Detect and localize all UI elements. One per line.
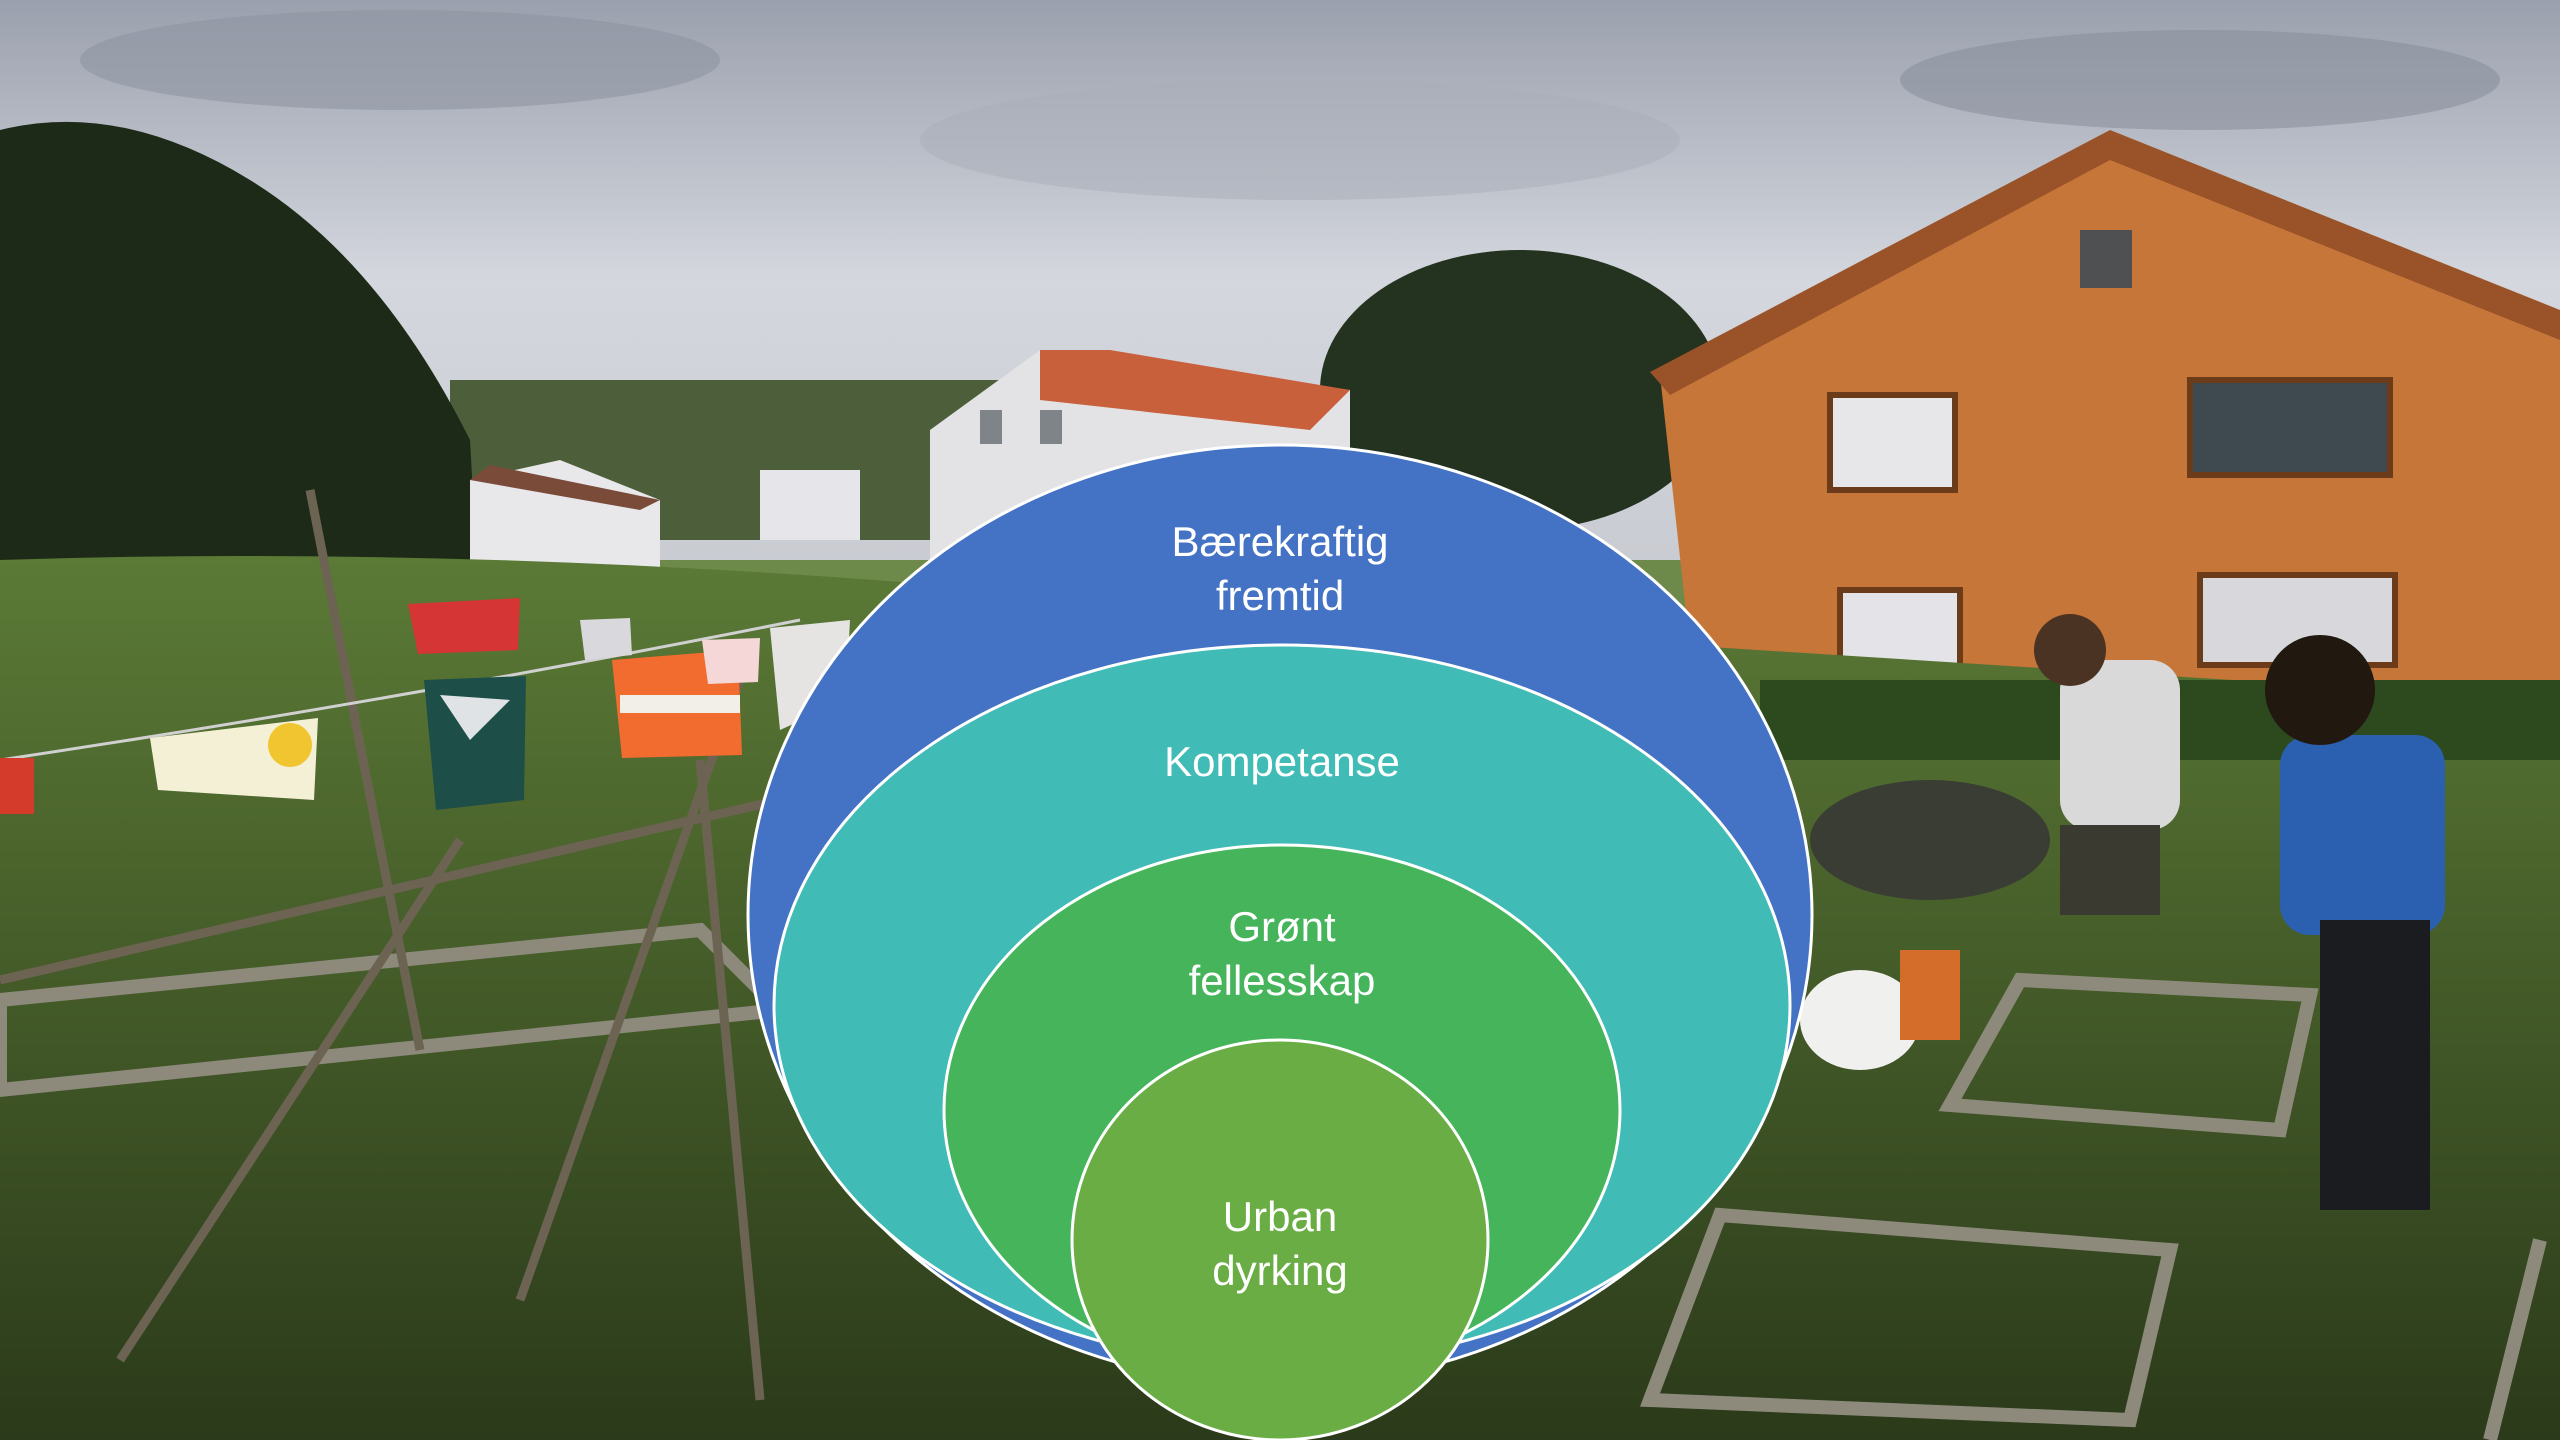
people	[1800, 614, 2445, 1210]
layer-label-kompetanse: Kompetanse	[1164, 738, 1400, 785]
circle-urban-dyrking	[1070, 1038, 1490, 1440]
bunting	[0, 598, 850, 814]
layer-label-baerekraftig-fremtid: Bærekraftig fremtid	[1171, 518, 1389, 619]
branch-frame	[0, 489, 782, 1401]
layer-label-gront-fellesskap: Grønt fellesskap	[1188, 903, 1376, 1004]
white-house-small	[470, 460, 860, 580]
orange-house	[1650, 130, 2560, 740]
tree-left	[0, 121, 480, 641]
layer-label-urban-dyrking: Urban dyrking	[1212, 1193, 1348, 1294]
